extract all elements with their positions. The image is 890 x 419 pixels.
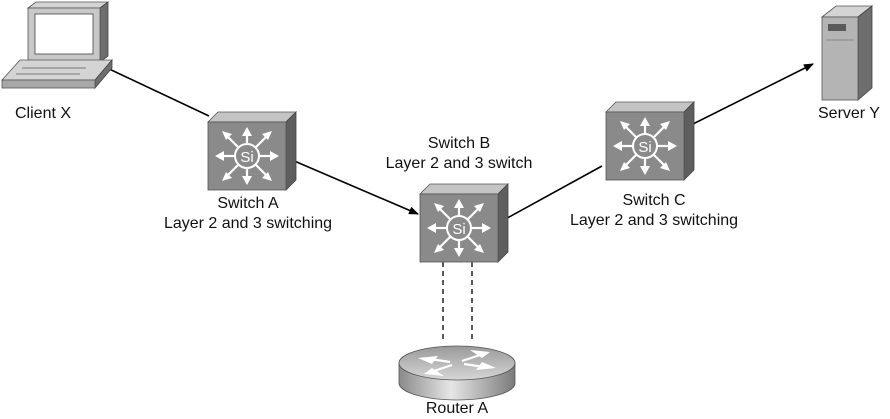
server-y-label: Server Y [818,105,880,122]
switch-b-icon: Si [418,182,510,264]
switch-a-label: Switch A [217,195,279,212]
switch-c-label: Switch C [622,192,686,209]
router-a-label: Router A [425,400,489,417]
link-client-x-switch-a [104,66,210,117]
switch-b-badge: Si [452,221,465,238]
link-switch-b-switch-c [499,165,603,223]
switch-c-badge: Si [638,139,651,156]
client-x-label: Client X [15,105,72,122]
server-y-server-icon [820,5,874,101]
switch-a-badge: Si [240,149,253,166]
switch-c-sublabel: Layer 2 and 3 switching [569,212,739,229]
link-switch-a-switch-b [291,159,419,215]
switch-a-sublabel: Layer 2 and 3 switching [163,215,333,232]
switch-c-icon: Si [604,100,696,182]
link-switch-c-server-y [684,63,814,129]
client-x-computer-icon [1,1,113,90]
switch-a-icon: Si [206,110,298,192]
switch-b-label: Switch B [427,135,491,152]
router-a-icon [398,345,516,401]
switch-b-sublabel: Layer 2 and 3 switch [385,155,533,172]
